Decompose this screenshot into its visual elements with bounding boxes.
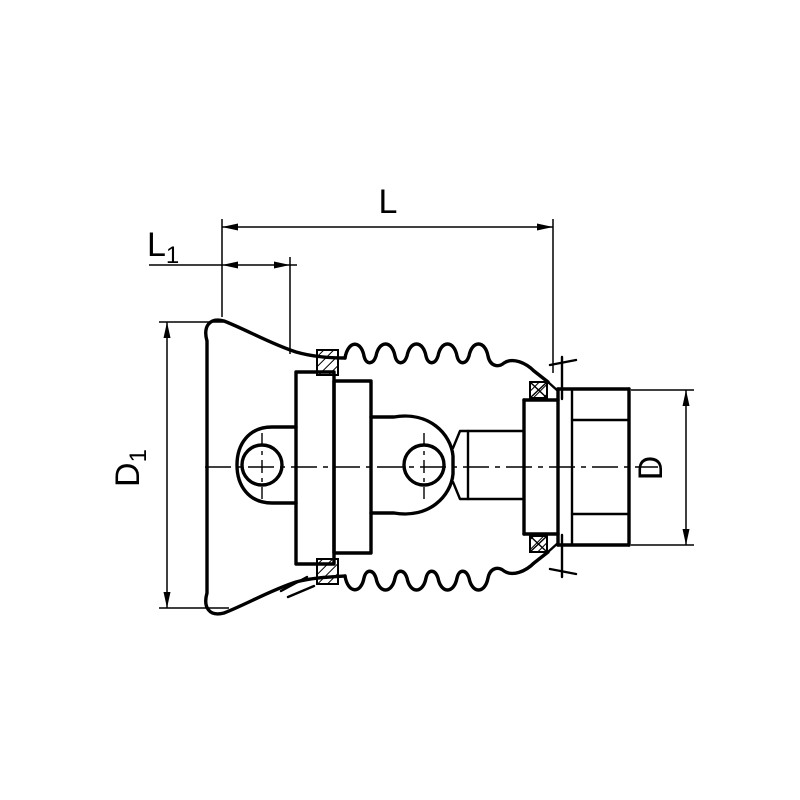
dimension-arrowhead: [682, 529, 690, 545]
dimension-L1: L1: [147, 226, 297, 354]
bellows-top: [343, 342, 550, 384]
dimension-arrowhead: [163, 322, 171, 338]
spider-body-bottom: [451, 480, 526, 501]
dimension-L: L: [221, 183, 554, 373]
clamp-screw-head-bottom: [548, 567, 578, 576]
dimension-D1: D1: [109, 321, 229, 609]
bracket-line-2: [286, 584, 316, 599]
clamp-cross-top-2: [529, 381, 548, 399]
dimension-arrowhead: [222, 223, 238, 231]
clamp-screw-head-top: [548, 358, 578, 367]
label-D1: D1: [109, 449, 152, 487]
label-L1: L1: [147, 226, 179, 269]
boot-clamp-top: [529, 355, 578, 401]
bellows-bottom: [343, 550, 550, 592]
boot-clamp-bottom: [529, 533, 578, 579]
dimension-arrowhead: [222, 261, 238, 269]
clamp-cross-bottom-2: [529, 535, 548, 553]
spider-body-top: [451, 429, 526, 450]
guard-bracket-bottom: [279, 575, 316, 599]
bearing-block-left: [294, 370, 336, 566]
dimension-arrowhead: [274, 261, 290, 269]
yoke-right: [369, 414, 455, 516]
bellows-bottom-profile: [343, 550, 550, 592]
dimension-D: D: [631, 389, 694, 546]
guard-bushing-bottom: [316, 558, 339, 585]
bellows-top-profile: [343, 342, 550, 384]
yoke-left: [235, 425, 298, 505]
guard-bushing-top: [316, 349, 339, 376]
dimension-arrowhead: [163, 592, 171, 608]
dimension-arrowhead: [537, 223, 553, 231]
centerlines: [205, 433, 658, 499]
label-L: L: [379, 183, 398, 221]
bracket-line-1: [279, 575, 309, 593]
dimension-arrowhead: [682, 390, 690, 406]
label-D: D: [632, 456, 670, 481]
